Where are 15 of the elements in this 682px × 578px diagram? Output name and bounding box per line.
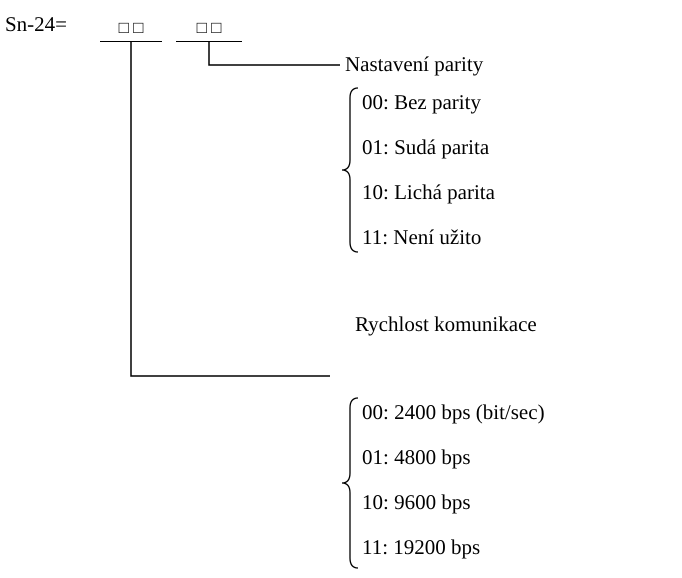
option-text: 01: Sudá parita: [362, 135, 490, 159]
option-text: 10: Lichá parita: [362, 180, 495, 204]
option-text: 01: 4800 bps: [362, 445, 471, 469]
leader-line: [130, 42, 330, 377]
parameter-name: Sn-24=: [5, 12, 68, 36]
option-text: 10: 9600 bps: [362, 490, 471, 514]
digit-field: □ □: [100, 16, 162, 42]
digit-field: □ □: [176, 16, 242, 42]
parameter-label: Nastavení parity: [340, 52, 540, 78]
leader-line: [208, 42, 340, 66]
option-text: 00: Bez parity: [362, 90, 481, 114]
option-text: 11: Není užito: [362, 225, 482, 249]
option-text: 11: 19200 bps: [362, 535, 480, 559]
option-text: 00: 2400 bps (bit/sec): [362, 400, 545, 424]
parameter-label: Rychlost komunikace: [330, 312, 570, 376]
